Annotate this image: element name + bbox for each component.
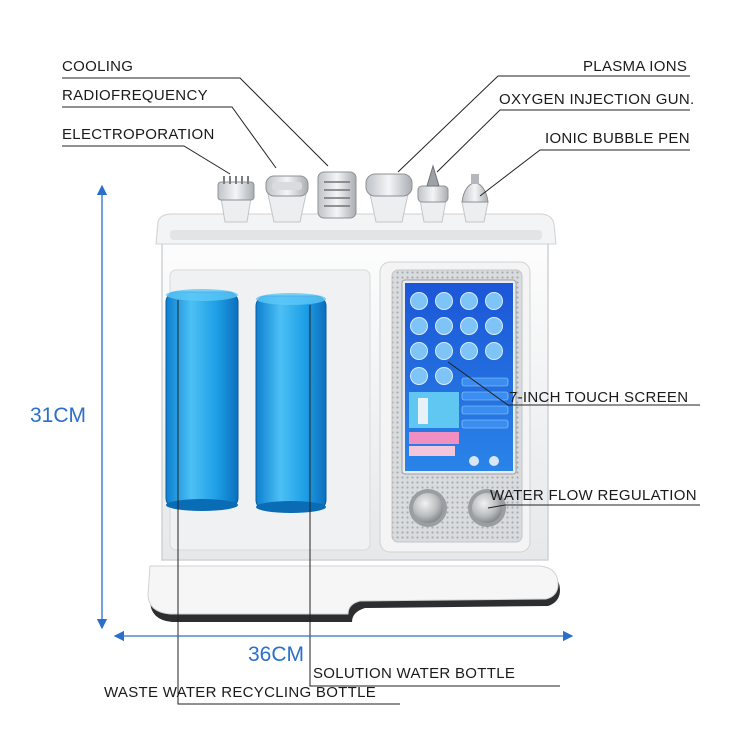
label-water-flow-regulation: WATER FLOW REGULATION [490,487,697,504]
waste-water-bottle [165,289,239,511]
handpiece-bubble-pen [461,174,489,223]
screen-menu-icon [485,317,503,335]
label-waste-water-bottle: WASTE WATER RECYCLING BOTTLE [104,684,377,701]
handpiece-cooling [317,171,357,219]
label-electroporation: ELECTROPORATION [62,126,215,143]
dimension-height: 31CM [30,404,87,427]
water-flow-knobs [409,489,506,527]
touch-screen [401,279,517,475]
screen-menu-icon [410,292,428,310]
screen-menu-icon [485,292,503,310]
leader-lines [62,75,700,705]
handpiece-radiofrequency [265,175,309,223]
screen-menu-icon [410,342,428,360]
label-oxygen-injection-gun: OXYGEN INJECTION GUN. [499,91,695,108]
screen-menu-icon [435,367,453,385]
screen-icon-grid [410,292,503,385]
screen-menu-icon [435,292,453,310]
screen-menu-icon [435,342,453,360]
handpiece-plasma [365,173,413,223]
label-plasma-ions: PLASMA IONS [583,58,688,75]
device-base [147,565,560,622]
screen-menu-icon [410,317,428,335]
label-radiofrequency: RADIOFREQUENCY [62,87,208,104]
handpiece-oxygen-gun [417,164,449,223]
dimension-width: 36CM [248,643,305,666]
solution-water-bottle [255,293,327,513]
screen-menu-icon [460,292,478,310]
label-ionic-bubble-pen: IONIC BUBBLE PEN [545,130,690,147]
screen-menu-icon [460,317,478,335]
handpiece-electroporation [217,176,255,223]
screen-menu-icon [460,342,478,360]
label-cooling: COOLING [62,58,134,75]
label-touch-screen: 7-INCH TOUCH SCREEN [509,389,689,406]
dimension-lines [96,184,574,642]
screen-menu-icon [485,342,503,360]
screen-menu-icon [435,317,453,335]
screen-menu-icon [410,367,428,385]
label-solution-water-bottle: SOLUTION WATER BOTTLE [313,665,516,682]
